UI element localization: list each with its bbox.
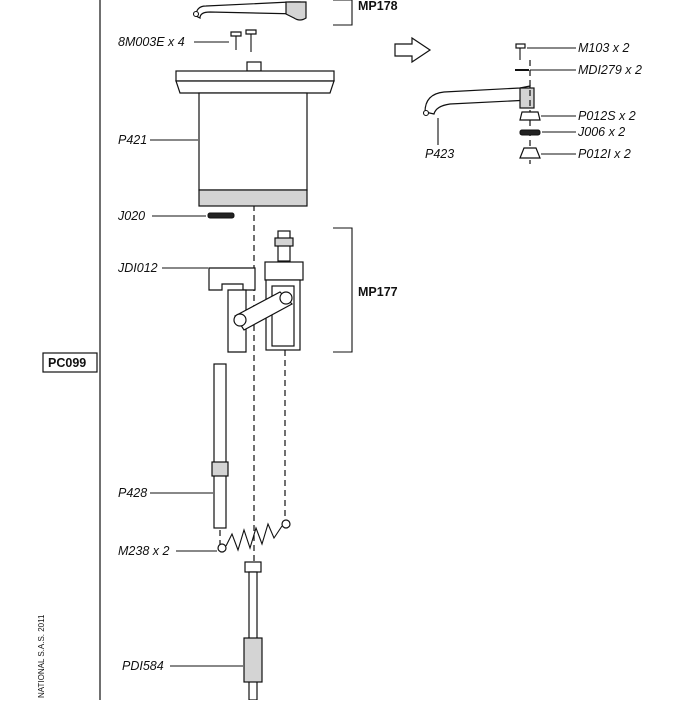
j020-label: J020	[117, 209, 145, 223]
handle-p423[interactable]	[422, 85, 535, 117]
p012i-label: P012I x 2	[578, 147, 631, 161]
washer-mdi279[interactable]	[515, 69, 529, 71]
mdi279-label: MDI279 x 2	[578, 63, 642, 77]
valve-assembly-mp177[interactable]	[208, 230, 304, 353]
p012s-label: P012S x 2	[578, 109, 636, 123]
screws-8m003e[interactable]	[230, 29, 257, 52]
spring-m238[interactable]	[217, 519, 291, 553]
pdi584-label: PDI584	[122, 659, 164, 673]
spring-j006[interactable]	[519, 129, 541, 136]
p423-label: P423	[425, 147, 454, 161]
p428-label: P428	[118, 486, 147, 500]
top-handle-part[interactable]	[192, 1, 307, 21]
pin-j020[interactable]	[207, 212, 235, 219]
m103-label: M103 x 2	[578, 41, 629, 55]
mp177-bracket	[333, 227, 353, 353]
part-p012s[interactable]	[519, 111, 541, 121]
rod-p428[interactable]	[211, 363, 229, 529]
pc099-label: PC099	[48, 356, 86, 370]
bolt-qty-label: 8M003E x 4	[118, 35, 185, 49]
p421-label: P421	[118, 133, 147, 147]
jdi012-label: JDI012	[117, 261, 158, 275]
canister-p421[interactable]	[175, 61, 335, 207]
mp178-bracket	[333, 0, 353, 26]
rod-pdi584[interactable]	[243, 561, 263, 701]
pc099-box[interactable]: PC099	[42, 352, 98, 373]
part-p012i[interactable]	[519, 147, 541, 159]
mp177-label: MP177	[358, 285, 398, 299]
mp178-label: MP178	[358, 0, 398, 13]
detail-arrow	[394, 36, 432, 64]
screw-m103[interactable]	[515, 43, 526, 60]
copyright-text: NATIONAL S.A.S. 2011	[37, 614, 46, 698]
m238-label: M238 x 2	[118, 544, 169, 558]
j006-label: J006 x 2	[577, 125, 625, 139]
